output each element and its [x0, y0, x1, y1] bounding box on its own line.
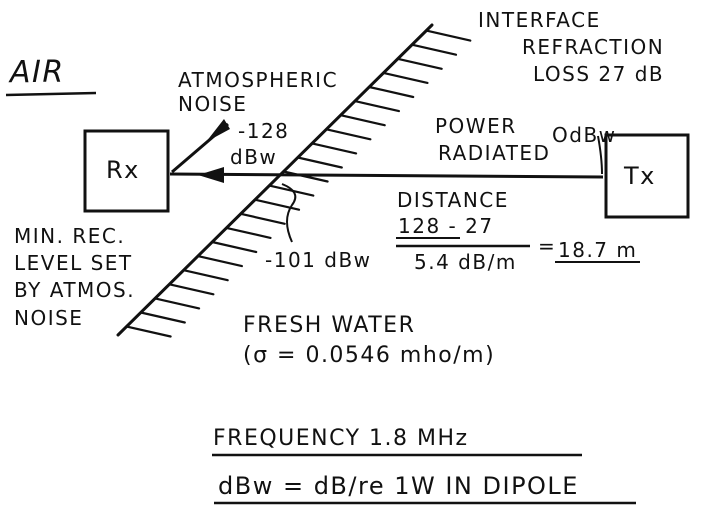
dbw-definition: dBw = dB/re 1W IN DIPOLE — [218, 472, 579, 500]
hatch-mark — [296, 156, 343, 169]
hatch-mark — [253, 198, 301, 211]
hatch-mark — [268, 184, 315, 197]
hatch-mark — [125, 325, 172, 338]
hatch-mark — [325, 128, 372, 141]
noise-level-unit: dBw — [230, 145, 278, 169]
hatch-mark — [154, 297, 201, 310]
hatch-mark — [211, 240, 258, 254]
hatch-mark — [368, 85, 415, 99]
tx-power-value: OdBw — [552, 123, 617, 147]
hatch-mark — [396, 57, 443, 70]
hatch-mark — [382, 71, 429, 85]
interface-label: INTERFACE — [478, 8, 601, 32]
distance-title: DISTANCE — [397, 188, 509, 212]
hatch-mark — [282, 170, 329, 183]
loss-label: LOSS 27 dB — [533, 62, 665, 86]
water-label: FRESH WATER — [243, 313, 416, 338]
refraction-label: REFRACTION — [522, 35, 665, 59]
min-rec-line2: LEVEL SET — [14, 251, 133, 275]
distance-numerator: 128 - 27 — [398, 214, 494, 238]
hatch-mark — [239, 212, 286, 225]
hatch-mark — [311, 142, 358, 155]
hatch-mark — [410, 43, 458, 56]
interface-level: -101 dBw — [265, 248, 372, 272]
air-label: AIR — [10, 55, 65, 90]
hatch-mark — [225, 226, 272, 239]
min-rec-line1: MIN. REC. — [14, 224, 126, 248]
min-rec-line3: BY ATMOS. — [14, 278, 136, 302]
frequency-note: FREQUENCY 1.8 MHz — [213, 426, 469, 451]
noise-label: NOISE — [178, 92, 248, 116]
rx-box — [83, 129, 170, 213]
hatch-mark — [425, 29, 472, 42]
tx-label: Tx — [624, 162, 656, 190]
conductivity-label: (σ = 0.0546 mho/m) — [243, 343, 496, 368]
noise-level-value: -128 — [238, 119, 290, 143]
distance-result: 18.7 m — [558, 238, 638, 262]
min-rec-line4: NOISE — [14, 306, 84, 330]
water-hatching — [125, 29, 472, 338]
rx-label: Rx — [106, 156, 140, 184]
interface-line — [116, 23, 434, 337]
distance-equals: = — [538, 234, 557, 258]
hatch-mark — [139, 311, 186, 324]
noise-arrowhead — [206, 119, 230, 142]
power-label: POWER — [435, 114, 517, 138]
tx-power-pointer — [597, 135, 603, 175]
signal-path-line — [169, 172, 604, 179]
level-pointer — [281, 183, 297, 243]
hatch-mark — [353, 99, 400, 113]
hatch-mark — [168, 283, 215, 296]
hatch-mark — [196, 255, 243, 268]
air-underline — [5, 91, 97, 97]
distance-denominator: 5.4 dB/m — [414, 250, 517, 274]
signal-arrowhead — [198, 167, 224, 183]
tx-box — [604, 133, 690, 219]
hatch-mark — [182, 269, 229, 282]
radiated-label: RADIATED — [438, 141, 551, 165]
hatch-mark — [339, 114, 386, 127]
atmospheric-label: ATMOSPHERIC — [178, 68, 339, 92]
